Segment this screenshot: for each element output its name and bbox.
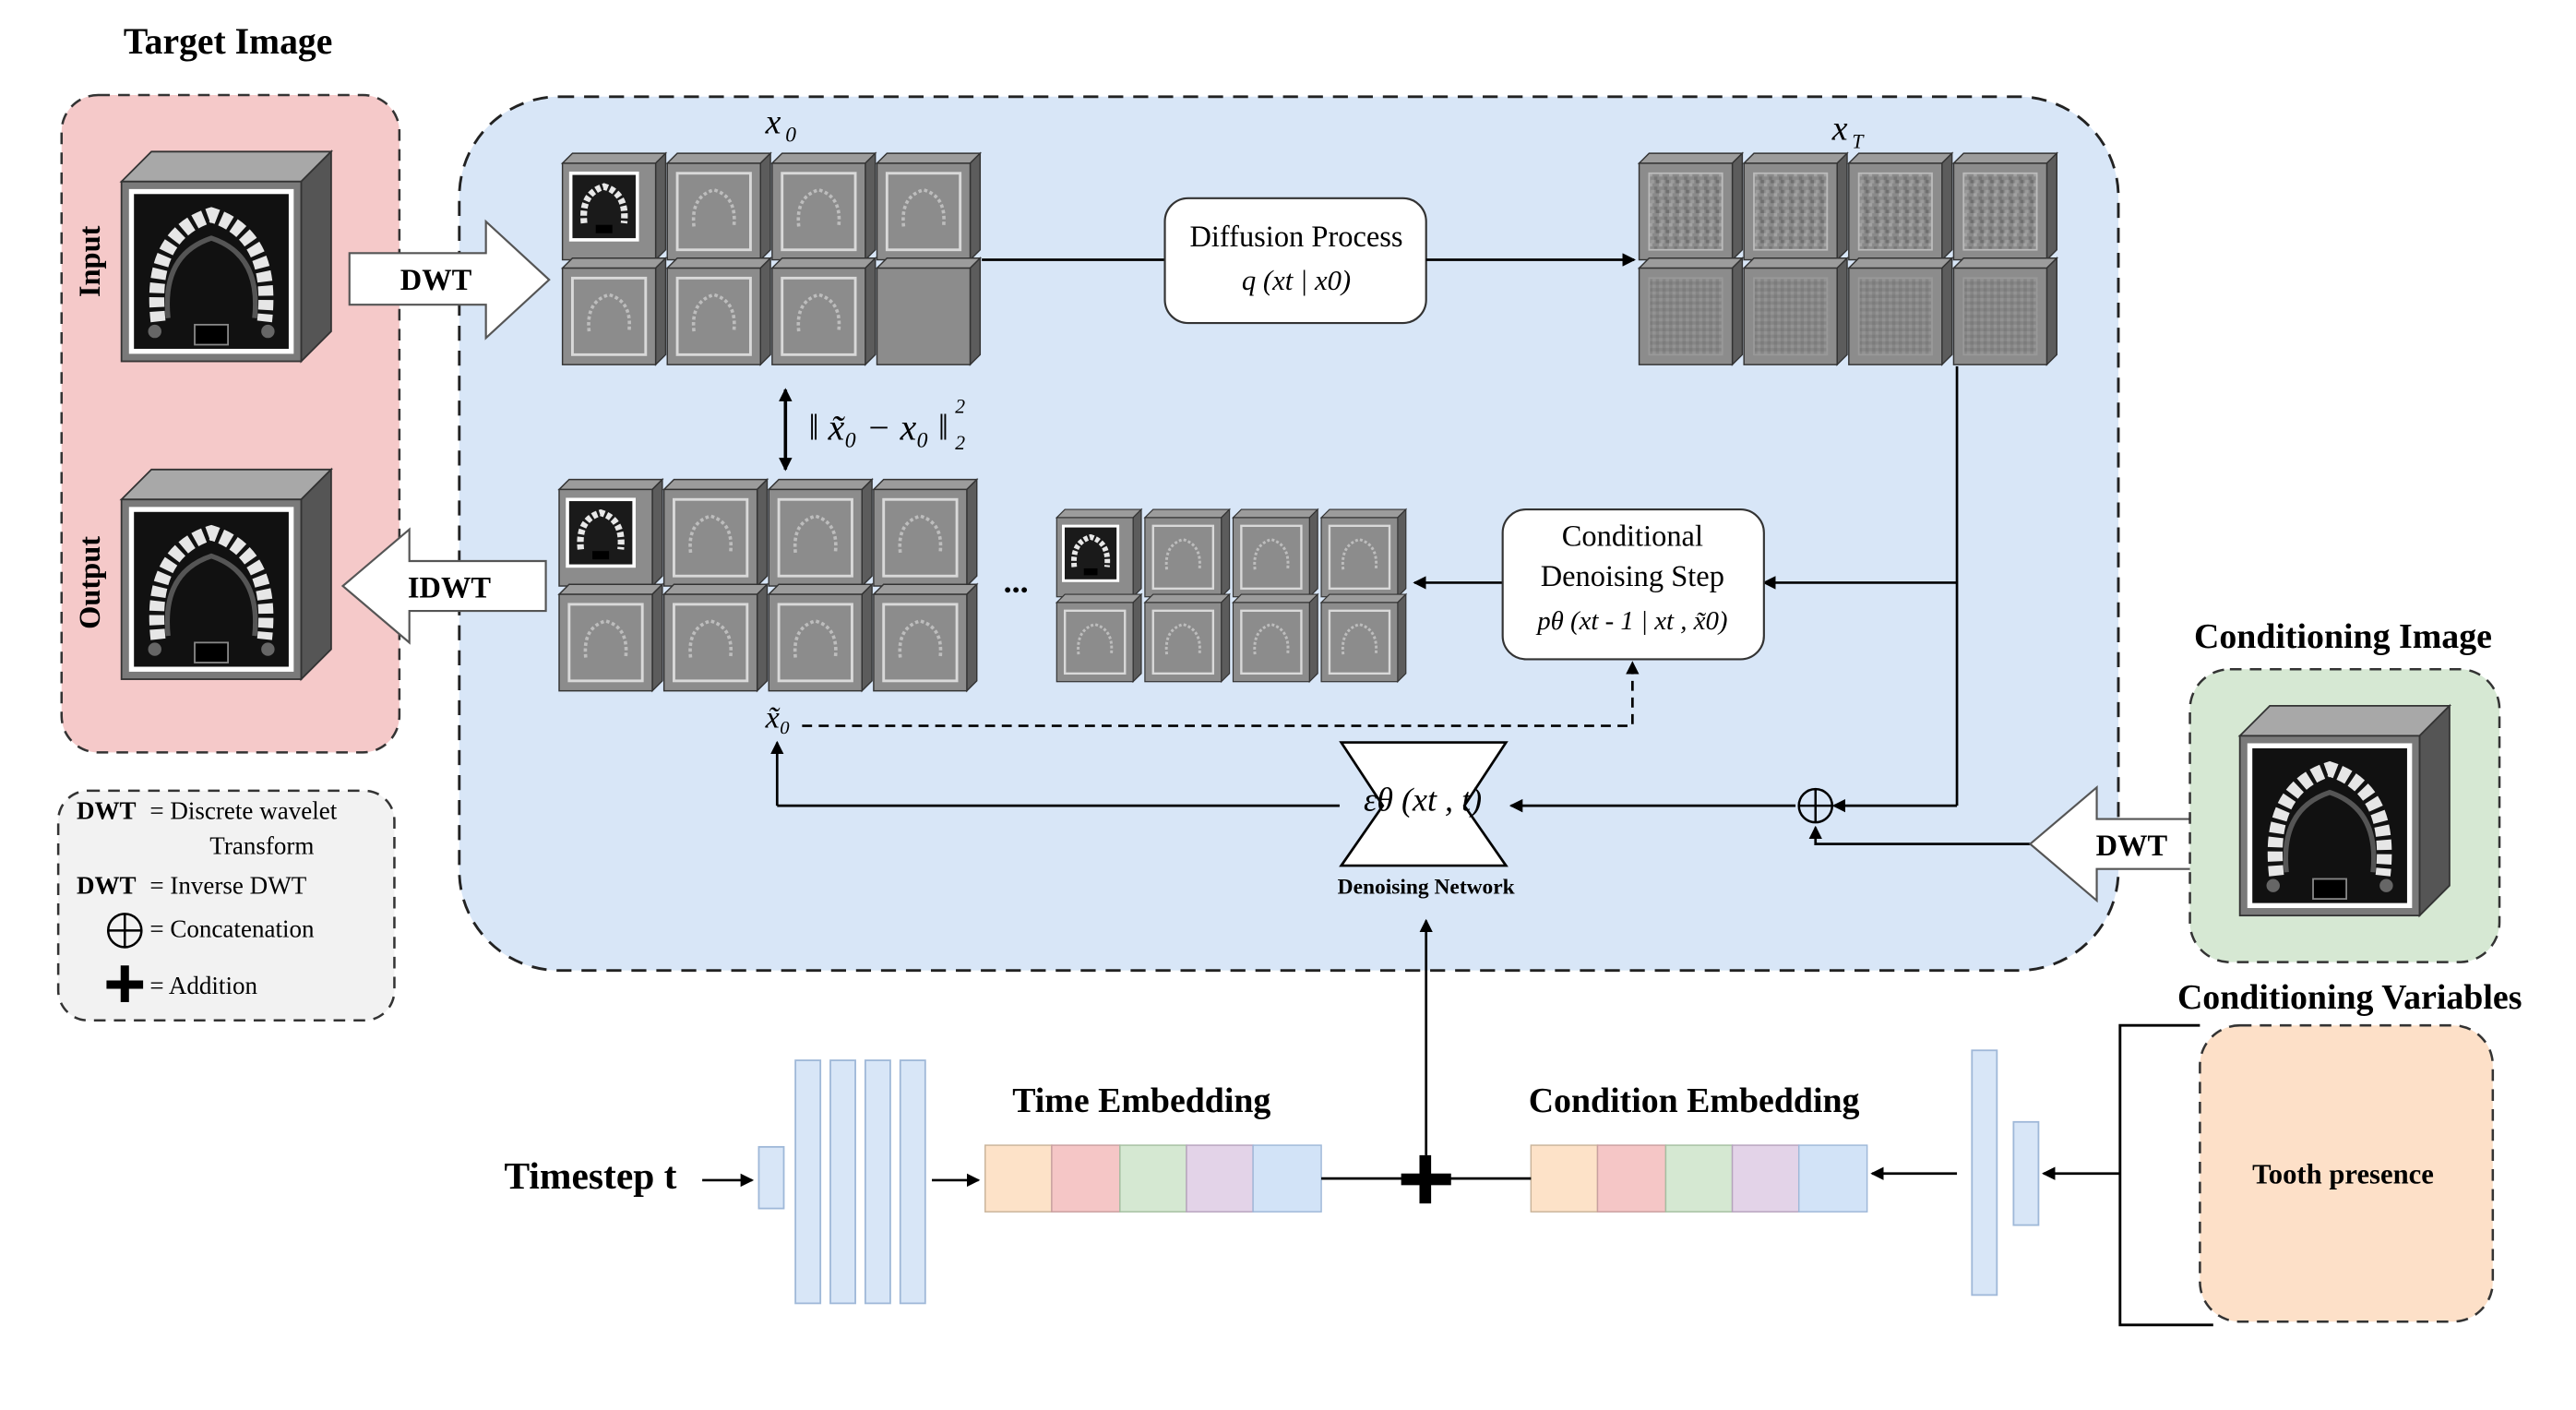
condition-embedding-vector [1530, 1144, 1868, 1213]
x0-tilde-dashed-path [802, 661, 1640, 727]
dwt-arrow-label: DWT [400, 264, 472, 297]
legend-dwt-desc: = Discrete wavelet [149, 797, 337, 825]
legend-idwt-key: DWT [77, 872, 137, 900]
time-encoder [757, 1059, 926, 1305]
time-embedding-vector [984, 1144, 1322, 1213]
timestep-label: Timestep t [504, 1154, 676, 1197]
output-volume [122, 470, 331, 679]
time-embed-seg-3 [1119, 1144, 1187, 1213]
diffusion-process-title: Diffusion Process [1189, 221, 1402, 254]
denoising-step-box [1501, 508, 1765, 661]
epsilon-label: εθ (xt , t) [1364, 782, 1482, 819]
idwt-arrow-label: IDWT [408, 572, 492, 605]
condition-embedding-title: Condition Embedding [1529, 1081, 1860, 1120]
xT-label: x T [1831, 110, 1866, 153]
conditioning-image-title: Conditioning Image [2194, 617, 2492, 656]
cond-embed-seg-5 [1797, 1144, 1868, 1213]
conditioning-volume [2240, 706, 2450, 915]
legend-idwt-desc: = Inverse DWT [149, 872, 306, 900]
cond-dwt-to-concat-line [1808, 825, 2031, 845]
output-label: Output [74, 536, 107, 629]
target-image-title: Target Image [124, 21, 333, 62]
x0-subscript: 0 [785, 123, 796, 147]
denoising-step-line2: Denoising Step [1541, 560, 1724, 593]
loss-formula: ‖ x̃₀ − x₀ ‖ 2 2 [809, 395, 966, 454]
xT-symbol: x [1831, 110, 1848, 149]
denoising-step-formula: pθ (xt - 1 | xt , x̃0) [1535, 606, 1727, 636]
conditioning-variables-title: Conditioning Variables [2177, 978, 2522, 1017]
conditioning-dwt-label: DWT [2096, 830, 2168, 863]
ellipsis: ... [1004, 563, 1029, 600]
addition-node-icon [1401, 1154, 1451, 1204]
cond-embed-seg-2 [1596, 1144, 1667, 1213]
conditioning-bracket [2118, 1023, 2213, 1327]
loss-sup: 2 [955, 395, 965, 417]
condition-encoder [1971, 1049, 2040, 1296]
denoising-step-line1: Conditional [1562, 520, 1703, 554]
x0-label: x 0 [765, 102, 797, 147]
legend-add-desc: = Addition [149, 972, 257, 999]
time-embed-seg-2 [1051, 1144, 1121, 1213]
diffusion-process-formula: q (xt | x0) [1242, 265, 1351, 296]
denoising-network-shape [1339, 741, 1509, 867]
conditioning-dwt-arrow: DWT [2028, 784, 2218, 903]
dwt-arrow: DWT [348, 219, 551, 341]
denoising-network-label: Denoising Network [1338, 876, 1515, 900]
x0-tilde-label: x̃₀ [765, 699, 791, 735]
input-volume [122, 151, 331, 361]
input-label: Input [74, 225, 107, 297]
xT-subscript: T [1852, 131, 1865, 153]
idwt-arrow: IDWT [340, 527, 547, 645]
concatenation-icon [106, 913, 143, 949]
cond-embed-seg-3 [1664, 1144, 1734, 1213]
diffusion-process-box [1163, 197, 1427, 325]
time-embed-seg-1 [984, 1144, 1053, 1213]
loss-sub: 2 [955, 432, 965, 454]
legend-dwt-key: DWT [77, 797, 137, 825]
time-embedding-title: Time Embedding [1012, 1081, 1270, 1120]
legend-dwt-desc-2: Transform [209, 831, 314, 859]
xT-noise-slices [1638, 152, 2057, 365]
legend-concat-desc: = Concatenation [149, 915, 315, 943]
legend-panel [56, 789, 396, 1022]
time-embed-seg-5 [1252, 1144, 1322, 1213]
concat-node-icon [1797, 787, 1834, 824]
x0-symbol: x [765, 102, 781, 141]
addition-icon [106, 965, 144, 1002]
loss-core: ‖ x̃₀ − x₀ ‖ [809, 407, 948, 448]
cond-embed-seg-4 [1731, 1144, 1800, 1213]
conditioning-variables-panel [2199, 1023, 2495, 1323]
time-embed-seg-4 [1186, 1144, 1254, 1213]
cond-embed-seg-1 [1530, 1144, 1599, 1213]
tooth-presence-label: Tooth presence [2252, 1159, 2434, 1190]
